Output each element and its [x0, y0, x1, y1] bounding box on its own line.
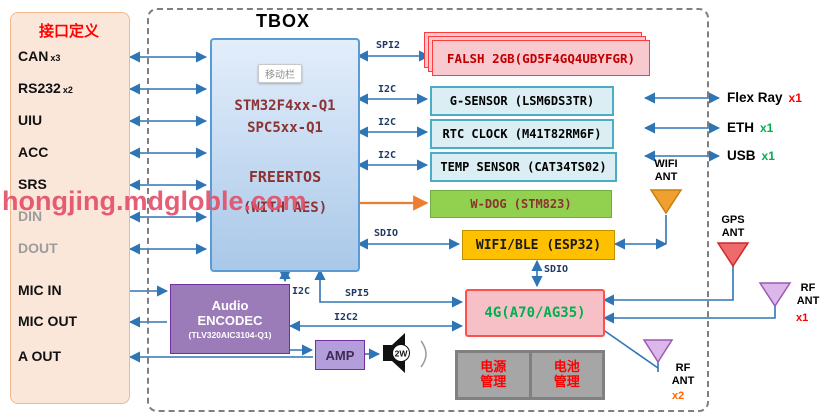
can-count: x3: [50, 53, 61, 63]
eth-count: x1: [760, 121, 774, 135]
cellular-4g-box: 4G(A70/AG35): [465, 289, 605, 337]
mcu-line-2: SPC5xx-Q1: [247, 120, 323, 136]
external-flexray: Flex Ray x1: [727, 90, 802, 105]
flash-box: FALSH 2GB(GD5F4GQ4UBYFGR): [432, 40, 650, 76]
bus-label-sdio-4g: SDIO: [543, 264, 570, 275]
flexray-count: x1: [788, 91, 802, 105]
power-mgmt-label: 电源管理: [480, 359, 507, 389]
wifi-ant-label: WIFI ANT: [654, 158, 678, 183]
bus-label-sdio-wifi: SDIO: [373, 228, 400, 239]
power-mgmt-cell: 电源管理: [458, 353, 529, 397]
gps-ant-label: GPS ANT: [721, 214, 745, 239]
bus-label-i2c-temp: I2C: [377, 150, 398, 161]
rtc-box: RTC CLOCK (M41T82RM6F): [430, 119, 614, 149]
interface-item-srs: SRS: [18, 176, 47, 192]
interface-item-uiu: UIU: [18, 112, 43, 128]
amp-box: AMP: [315, 340, 365, 370]
bus-label-spi5: SPI5: [344, 288, 371, 299]
interface-item-a-out: A OUT: [18, 348, 62, 364]
mcu-line-4: (WITH AES): [242, 200, 328, 216]
audio-line-3: (TLV320AIC3104-Q1): [188, 330, 272, 340]
tbox-title: TBOX: [255, 11, 310, 31]
temp-sensor-box: TEMP SENSOR (CAT34TS02): [430, 152, 617, 182]
interface-item-mic-out: MIC OUT: [18, 313, 78, 329]
mcu-text: STM32F4xx-Q1 SPC5xx-Q1 FREERTOS (WITH AE…: [212, 98, 358, 216]
rf1-antenna-icon: [758, 282, 792, 308]
rf1-ant-label: RF ANT: [796, 282, 820, 307]
interface-panel: [10, 12, 130, 404]
interface-item-dout: DOUT: [18, 240, 58, 256]
dashed-boundary: [147, 8, 709, 412]
audio-codec-box: Audio ENCODEC (TLV320AIC3104-Q1): [170, 284, 290, 354]
wifi-ble-box: WIFI/BLE (ESP32): [462, 230, 615, 260]
gps-antenna-icon: [716, 242, 750, 268]
bus-label-i2c-audio: I2C: [291, 286, 312, 297]
interface-item-acc: ACC: [18, 144, 49, 160]
rf2-ant-label: RF ANT: [671, 362, 695, 387]
audio-line-1: Audio: [211, 298, 249, 313]
rf2-ant-count: x2: [672, 390, 685, 402]
bus-label-i2c-gsensor: I2C: [377, 84, 398, 95]
usb-count: x1: [761, 149, 775, 163]
external-usb: USB x1: [727, 148, 775, 163]
audio-line-2: ENCODEC: [197, 313, 263, 328]
mcu-tooltip: 移动栏: [258, 64, 302, 83]
rf1-ant-count: x1: [796, 312, 809, 324]
battery-mgmt-cell: 电池管理: [531, 353, 602, 397]
interface-item-mic-in: MIC IN: [18, 282, 62, 298]
bus-label-i2c2: I2C2: [333, 312, 360, 323]
mcu-line-3: FREERTOS: [248, 168, 322, 186]
bus-label-spi2: SPI2: [375, 40, 402, 51]
interface-panel-title: 接口定义: [38, 23, 99, 40]
mcu-line-1: STM32F4xx-Q1: [234, 98, 336, 114]
battery-mgmt-label: 电池管理: [553, 359, 580, 389]
rs232-count: x2: [62, 85, 73, 95]
power-battery-block: 电源管理 电池管理: [455, 350, 605, 400]
mcu-box: 移动栏 STM32F4xx-Q1 SPC5xx-Q1 FREERTOS (WIT…: [210, 38, 360, 272]
watchdog-box: W-DOG (STM823): [430, 190, 612, 218]
interface-item-din: DIN: [18, 208, 43, 224]
bus-label-i2c-rtc: I2C: [377, 117, 398, 128]
external-eth: ETH x1: [727, 120, 774, 135]
gsensor-box: G-SENSOR (LSM6DS3TR): [430, 86, 614, 116]
